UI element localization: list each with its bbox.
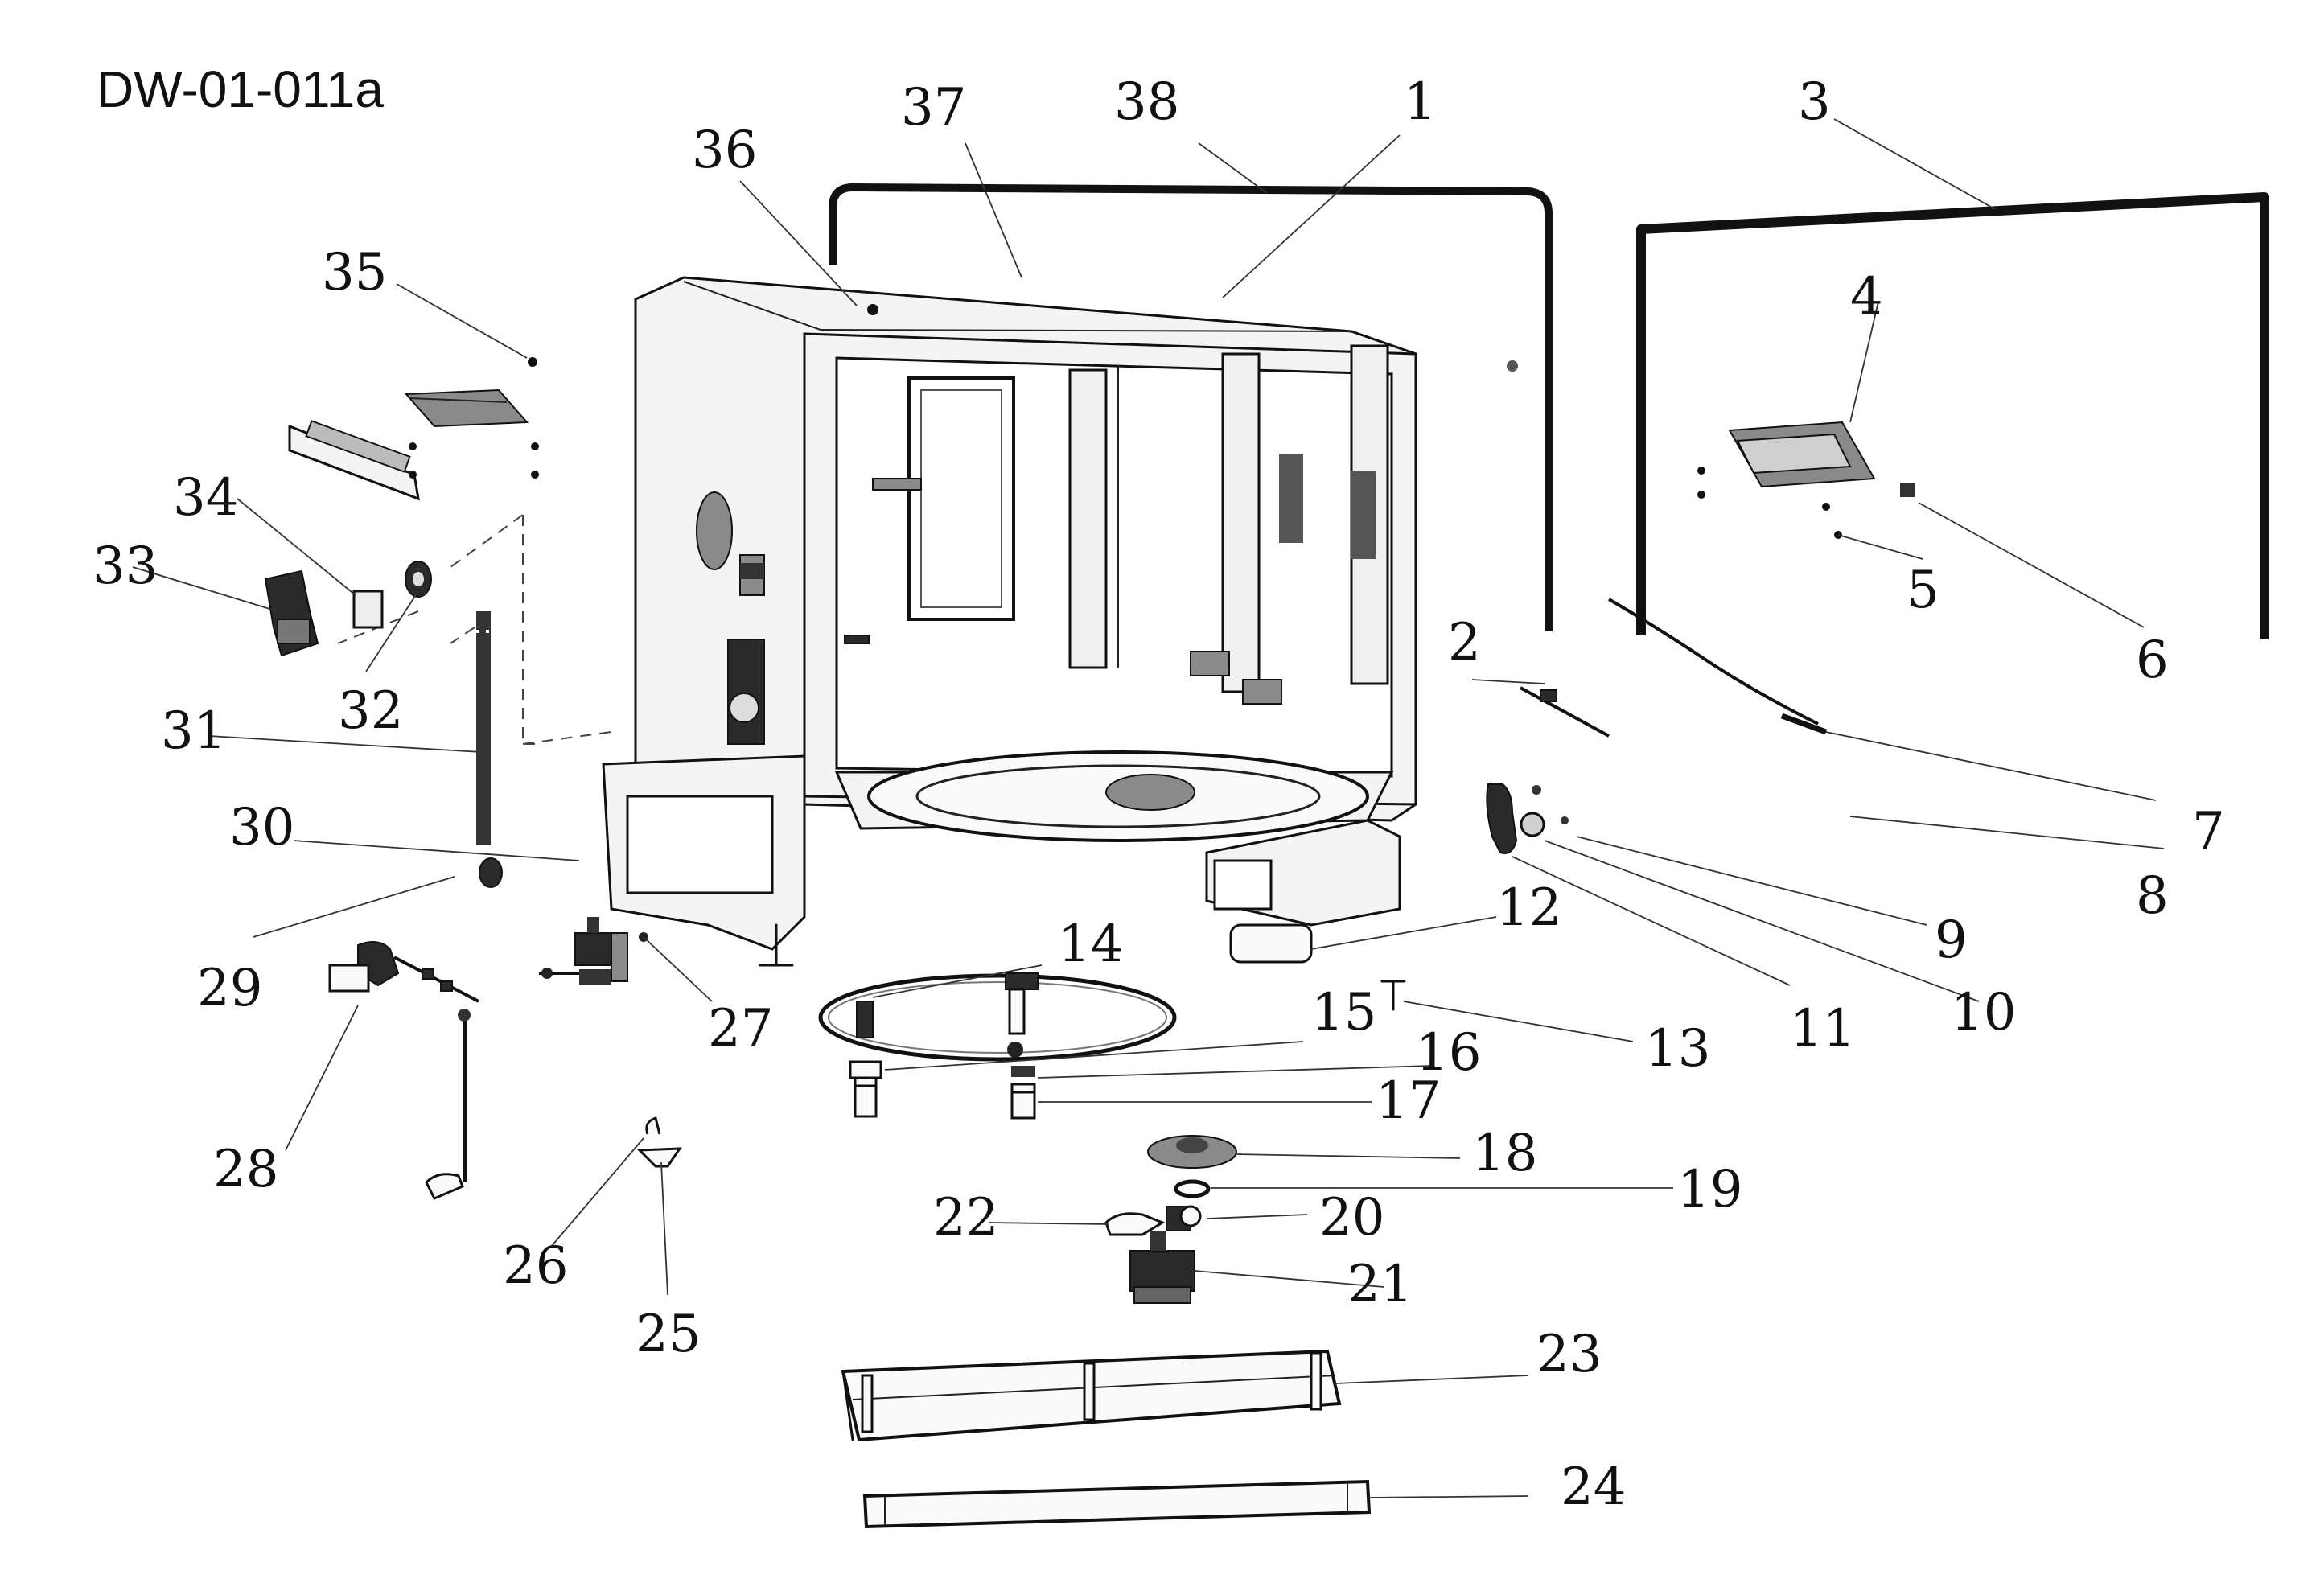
part-label: 25 [636,1305,701,1364]
hinge-parts-right [1229,783,1569,1011]
part-label: 15 [1311,983,1376,1042]
part-label: 13 [1645,1019,1710,1079]
part-label: 3 [1798,72,1831,132]
diagram-code: DW-01-011a [97,60,384,118]
part-label: 19 [1677,1160,1742,1219]
part-label: 16 [1416,1023,1481,1083]
part-label: 22 [933,1188,998,1248]
part-label: 24 [1561,1457,1626,1517]
part-label: 28 [213,1140,278,1199]
part-label: 10 [1951,983,2016,1042]
part-label: 14 [1058,915,1123,974]
part-label: 31 [161,701,226,761]
part-label: 2 [1448,613,1481,672]
part-label: 12 [1496,878,1561,938]
part-label: 4 [1850,267,1883,327]
part-label: 27 [708,999,773,1059]
part-label: 23 [1536,1325,1602,1384]
left-side-parts [264,357,682,1200]
part-label: 9 [1935,911,1968,970]
part-label: 7 [2192,802,2225,861]
part-label: 8 [2136,866,2169,926]
part-label: 30 [229,798,294,857]
part-label: 21 [1347,1255,1413,1314]
leader-lines [132,118,2165,1498]
tub-assembly [602,183,1553,967]
part-label: 11 [1790,999,1855,1059]
part-label: 1 [1404,72,1437,132]
door-panel [1520,192,2269,738]
base-panels [841,1349,1372,1529]
part-label: 37 [901,78,966,138]
part-number-labels: 1 2 3 4 5 6 7 8 9 10 11 12 13 14 15 16 1… [93,72,2225,1517]
part-label: 5 [1907,561,1939,620]
part-label: 6 [2136,631,2169,690]
part-label: 34 [173,468,238,528]
part-label: 38 [1114,72,1179,132]
part-label: 26 [503,1236,568,1296]
part-label: 20 [1319,1188,1384,1248]
part-label: 32 [338,681,403,741]
part-label: 36 [692,121,757,180]
wash-arm-and-pump-parts [818,972,1237,1304]
part-label: 18 [1472,1124,1537,1183]
part-label: 29 [197,959,262,1018]
part-label: 35 [322,243,387,302]
part-label: 33 [93,536,158,596]
part-label: 17 [1376,1071,1441,1131]
